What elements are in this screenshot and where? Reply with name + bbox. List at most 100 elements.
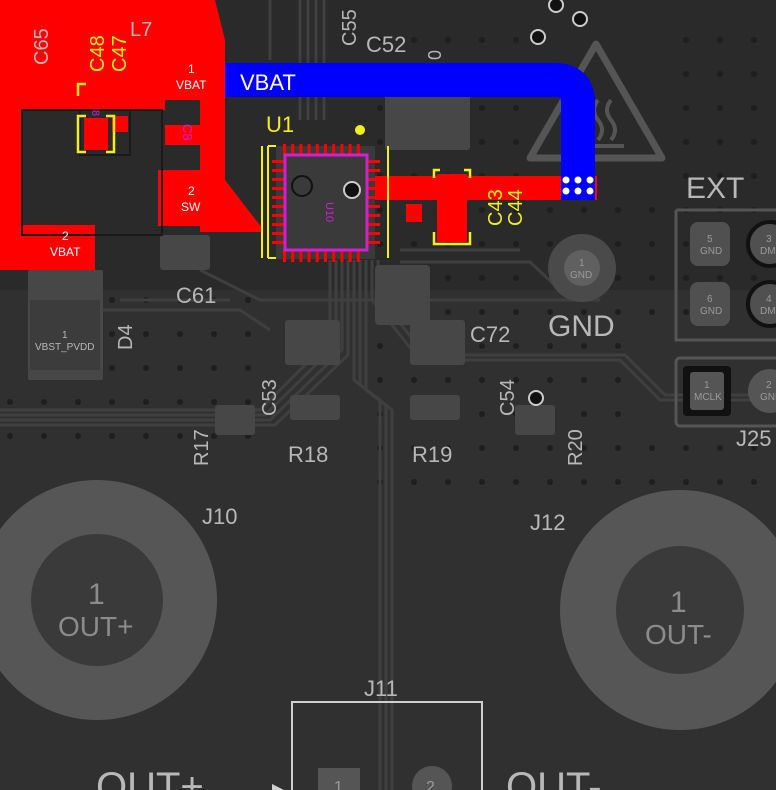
j11-silk-right: OUT- xyxy=(506,765,602,790)
j10-pad-num: 1 xyxy=(88,578,105,611)
via xyxy=(75,433,81,439)
u1-ic-footprint xyxy=(261,125,389,262)
via xyxy=(143,365,149,371)
ext-pad5-net: GND xyxy=(700,246,722,257)
via xyxy=(513,309,519,315)
u1-pin xyxy=(348,250,352,262)
u1-pin xyxy=(356,144,360,156)
via xyxy=(581,445,587,451)
u1-pin xyxy=(368,223,380,226)
d4-pad1-num: 1 xyxy=(62,330,68,341)
via xyxy=(615,241,621,247)
c47-pad xyxy=(112,116,128,132)
via xyxy=(479,479,485,485)
j11-silk-left: OUT+ xyxy=(96,765,204,790)
u1-pin xyxy=(368,178,380,181)
gnd-pad-net: GND xyxy=(570,270,592,281)
via xyxy=(513,479,519,485)
via xyxy=(411,445,417,451)
via xyxy=(649,445,655,451)
j25-pad2-net: GND xyxy=(760,392,776,403)
j11-pad1-num: 1 xyxy=(334,779,343,790)
vbat-net-label: VBAT xyxy=(240,70,296,95)
c65-label: C65 xyxy=(31,28,53,65)
via xyxy=(41,399,47,405)
via xyxy=(683,173,689,179)
via xyxy=(513,445,519,451)
via xyxy=(211,331,217,337)
via xyxy=(7,399,13,405)
ext-pad6-net: GND xyxy=(700,306,722,317)
c53-label: C53 xyxy=(259,379,281,416)
l7-pad1 xyxy=(165,52,220,100)
via xyxy=(479,241,485,247)
via xyxy=(245,365,251,371)
u1-pin xyxy=(291,144,295,156)
j25-pad2-num: 2 xyxy=(766,380,772,391)
via xyxy=(445,479,451,485)
via xyxy=(615,343,621,349)
via xyxy=(683,241,689,247)
via xyxy=(717,479,723,485)
via xyxy=(479,309,485,315)
via xyxy=(717,139,723,145)
via xyxy=(751,105,757,111)
via xyxy=(377,377,383,383)
via xyxy=(479,377,485,383)
via xyxy=(479,207,485,213)
gnd-pad-num: 1 xyxy=(579,258,585,269)
j11-footprint xyxy=(272,701,483,790)
c72-label: C72 xyxy=(470,322,510,347)
via xyxy=(109,331,115,337)
via xyxy=(615,445,621,451)
j12-footprint xyxy=(560,490,776,730)
via xyxy=(377,139,383,145)
j25-pad1-num: 1 xyxy=(704,380,710,391)
u1-pin xyxy=(272,196,284,199)
c52-label: C52 xyxy=(366,32,406,57)
u1-pin xyxy=(368,232,380,235)
l7-pad1-num: 1 xyxy=(188,62,195,76)
via xyxy=(109,297,115,303)
via xyxy=(615,411,621,417)
via xyxy=(513,105,519,111)
via xyxy=(683,479,689,485)
ext-pad5-num: 5 xyxy=(707,234,713,245)
d4-pad1-net: VBST_PVDD xyxy=(35,342,94,353)
via xyxy=(547,343,553,349)
u1-pin xyxy=(340,250,344,262)
via xyxy=(479,105,485,111)
j12-label: J12 xyxy=(530,510,565,535)
via xyxy=(377,343,383,349)
via xyxy=(683,105,689,111)
u1-pin xyxy=(368,169,380,172)
d4-pad2 xyxy=(38,225,93,265)
via xyxy=(211,399,217,405)
via xyxy=(479,445,485,451)
via xyxy=(615,377,621,383)
u1-pin xyxy=(315,144,319,156)
c48-pad xyxy=(84,118,108,150)
u1-pin xyxy=(307,250,311,262)
via xyxy=(717,173,723,179)
via xyxy=(649,241,655,247)
via xyxy=(411,37,417,43)
c48-label: C48 xyxy=(87,35,109,72)
u1-pin xyxy=(348,144,352,156)
u1-pin xyxy=(272,178,284,181)
u1-pin xyxy=(368,214,380,217)
via xyxy=(109,433,115,439)
via xyxy=(683,71,689,77)
ext-label: EXT xyxy=(686,172,744,205)
via xyxy=(717,105,723,111)
l7-pad1-net: VBAT xyxy=(176,78,207,92)
via xyxy=(411,479,417,485)
via xyxy=(479,411,485,417)
d4-pad2-net: VBAT xyxy=(50,245,81,259)
ext-pad4-net: DMI xyxy=(760,306,776,317)
via xyxy=(411,241,417,247)
u1-pin xyxy=(299,144,303,156)
via xyxy=(615,309,621,315)
j10-pad-net: OUT+ xyxy=(58,611,133,642)
